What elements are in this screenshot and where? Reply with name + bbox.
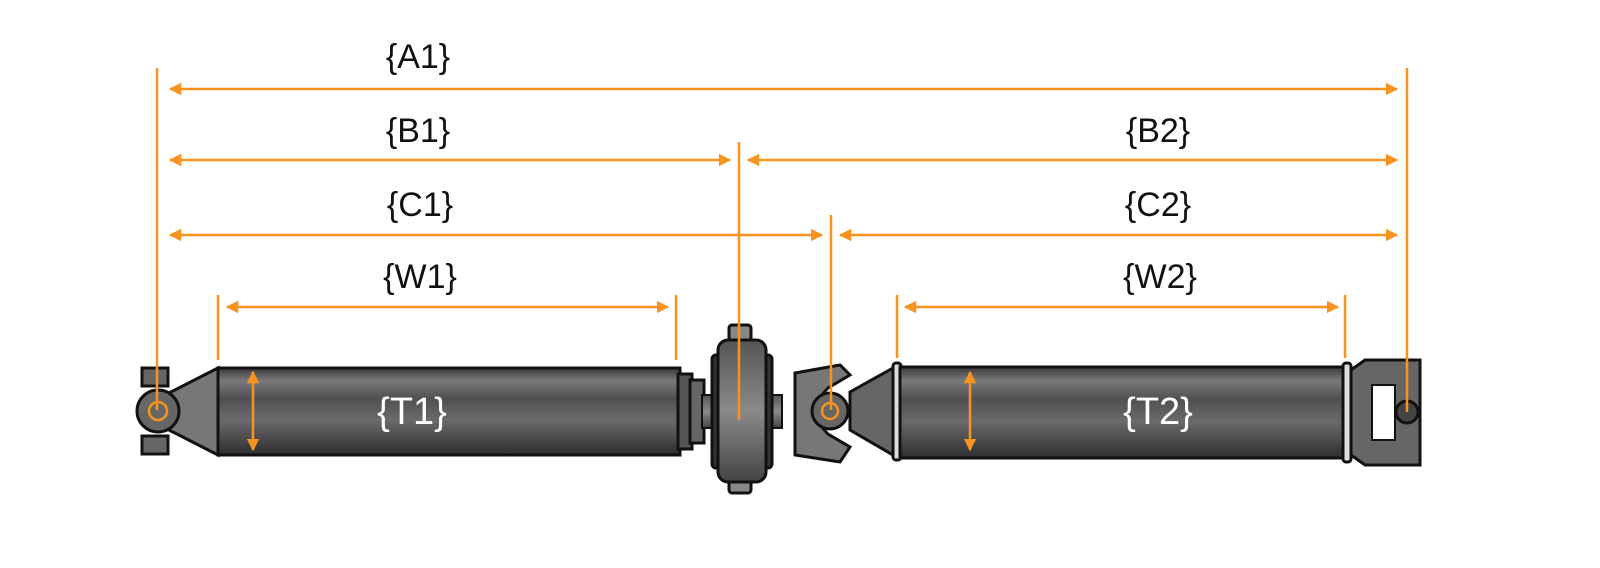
label-t2: {T2}	[1123, 391, 1193, 433]
label-w1: {W1}	[383, 258, 457, 296]
front-tube	[216, 366, 682, 457]
label-c2: {C2}	[1125, 186, 1191, 224]
label-a1: {A1}	[386, 38, 450, 76]
left-yoke-ear-top	[140, 366, 170, 388]
center-support-bearing	[710, 323, 774, 495]
dimension-arrows	[168, 82, 1399, 452]
label-c1: {C1}	[387, 186, 453, 224]
rear-shaft	[793, 358, 1422, 467]
label-b2: {B2}	[1126, 112, 1190, 150]
label-b1: {B1}	[386, 112, 450, 150]
front-shaft	[135, 365, 783, 458]
label-w2: {W2}	[1123, 258, 1197, 296]
extension-lines	[155, 68, 1409, 420]
label-t1: {T1}	[377, 391, 447, 433]
bearing-housing	[716, 338, 768, 484]
rear-yoke-opening	[1371, 384, 1396, 441]
rear-slip-cone	[848, 365, 895, 458]
left-yoke-ear-bottom	[140, 434, 170, 456]
